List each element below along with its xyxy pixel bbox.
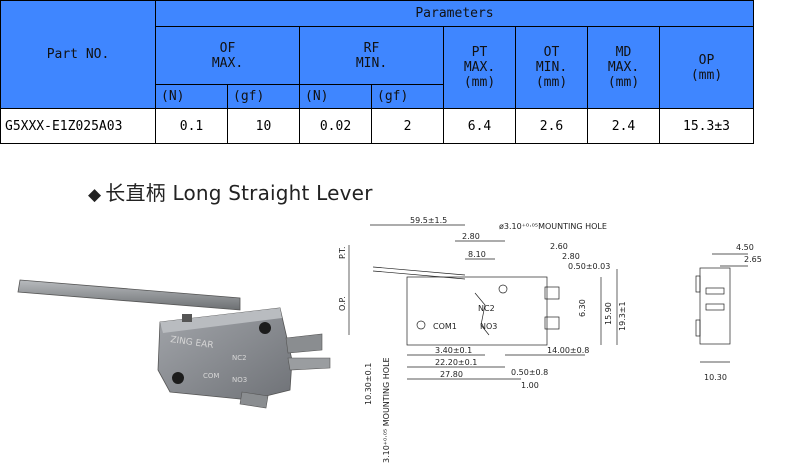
svg-text:6.30: 6.30 xyxy=(578,299,587,317)
of-n-value: 0.1 xyxy=(155,108,228,144)
svg-text:15.90: 15.90 xyxy=(604,302,613,325)
parameters-header: Parameters xyxy=(155,0,754,27)
unit-gf-of: (gf) xyxy=(227,84,300,109)
svg-text:27.80: 27.80 xyxy=(440,370,463,379)
dimension-drawing: 59.5±1.5 2.80 8.10 ø3.10⁺⁰·⁰⁵MOUNTING HO… xyxy=(338,216,627,463)
svg-text:ø3.10⁺⁰·⁰⁵MOUNTING HOLE: ø3.10⁺⁰·⁰⁵MOUNTING HOLE xyxy=(499,222,607,231)
rf-n-value: 0.02 xyxy=(299,108,372,144)
of-gf-value: 10 xyxy=(227,108,300,144)
svg-text:2.60: 2.60 xyxy=(550,242,568,251)
op-value: 15.3±3 xyxy=(659,108,754,144)
rf-gf-value: 2 xyxy=(371,108,444,144)
svg-text:14.00±0.8: 14.00±0.8 xyxy=(547,346,589,355)
svg-text:22.20±0.1: 22.20±0.1 xyxy=(435,358,477,367)
section-title-chinese: 长直柄 xyxy=(105,181,166,205)
svg-text:NC2: NC2 xyxy=(232,354,247,362)
svg-text:0.50±0.03: 0.50±0.03 xyxy=(568,262,610,271)
product-photo: ZING EAR COM NC2 NO3 xyxy=(17,279,331,409)
md-value: 2.4 xyxy=(587,108,660,144)
svg-text:2.80: 2.80 xyxy=(462,232,480,241)
svg-text:P.T.: P.T. xyxy=(338,246,347,259)
lever xyxy=(17,279,241,311)
unit-n-of: (N) xyxy=(155,84,228,109)
svg-text:COM1: COM1 xyxy=(433,322,457,331)
svg-text:2.65: 2.65 xyxy=(744,255,762,264)
pt-value: 6.4 xyxy=(443,108,516,144)
svg-text:0.50±0.8: 0.50±0.8 xyxy=(511,368,548,377)
svg-text:4.50: 4.50 xyxy=(736,243,754,252)
unit-n-rf: (N) xyxy=(299,84,372,109)
op-header: OP(mm) xyxy=(659,26,754,109)
side-view-drawing: 4.50 2.65 10.30 xyxy=(695,243,762,382)
svg-text:COM: COM xyxy=(203,372,219,380)
section-title-english: Long Straight Lever xyxy=(172,181,373,205)
svg-text:1.00: 1.00 xyxy=(521,381,539,390)
part-no-value: G5XXX-E1Z025A03 xyxy=(0,108,156,144)
diamond-bullet-icon: ◆ xyxy=(88,185,102,205)
part-no-header: Part NO. xyxy=(0,0,156,109)
terminals xyxy=(239,333,331,409)
svg-text:2.80: 2.80 xyxy=(562,252,580,261)
svg-text:8.10: 8.10 xyxy=(468,250,486,259)
svg-text:59.5±1.5: 59.5±1.5 xyxy=(410,216,447,225)
ot-value: 2.6 xyxy=(515,108,588,144)
svg-text:10.30: 10.30 xyxy=(704,373,727,382)
svg-text:NO3: NO3 xyxy=(480,322,497,331)
section-title: ◆长直柄 Long Straight Lever xyxy=(88,177,373,206)
svg-text:3.40±0.1: 3.40±0.1 xyxy=(435,346,472,355)
svg-text:NC2: NC2 xyxy=(478,304,495,313)
switch-body: ZING EAR COM NC2 NO3 xyxy=(157,307,293,401)
svg-text:3.10⁺⁰·⁰⁵ MOUNTING HOLE: 3.10⁺⁰·⁰⁵ MOUNTING HOLE xyxy=(382,357,391,463)
svg-text:10.30±0.1: 10.30±0.1 xyxy=(364,363,373,405)
svg-text:19.3±1: 19.3±1 xyxy=(618,301,627,331)
svg-text:O.P.: O.P. xyxy=(338,296,347,311)
svg-text:NO3: NO3 xyxy=(232,376,247,384)
unit-gf-rf: (gf) xyxy=(371,84,444,109)
